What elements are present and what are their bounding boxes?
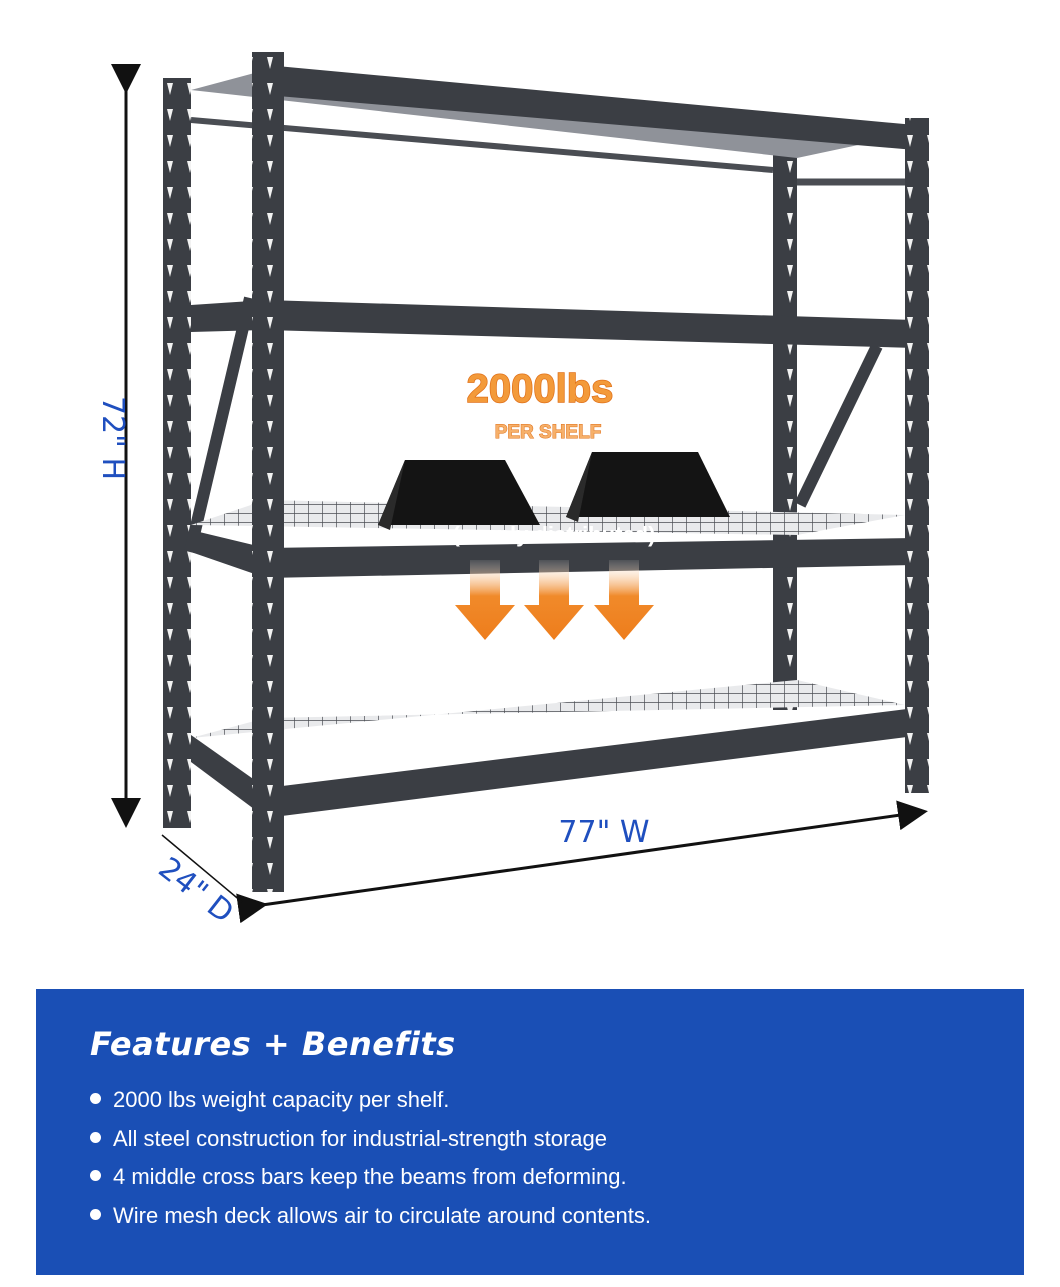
front-uprights: [252, 52, 929, 892]
down-arrow-icon: [524, 560, 584, 640]
front-left-upright: [252, 52, 284, 892]
capacity-headline: 2000lbs: [467, 367, 614, 411]
rear-right-upright: [773, 150, 797, 710]
height-label: 72" H: [95, 396, 130, 480]
features-list: 2000 lbs weight capacity per shelf. All …: [90, 1087, 970, 1241]
weight-block-left: [378, 460, 540, 525]
front-right-upright: [905, 118, 929, 793]
bullet-icon: [90, 1093, 101, 1104]
top-beam: [266, 65, 915, 150]
features-title: Features + Benefits: [90, 1025, 456, 1063]
load-arrows: [455, 560, 654, 640]
bottom-beam: [266, 708, 915, 818]
shelving-unit-illustration: 2000lbs PER SHELF (evenly distributed) 7…: [95, 52, 929, 930]
feature-text: 2000 lbs weight capacity per shelf.: [113, 1087, 450, 1112]
features-panel: Features + Benefits 2000 lbs weight capa…: [36, 989, 1024, 1275]
rear-frame: [163, 78, 905, 828]
feature-text: All steel construction for industrial-st…: [113, 1125, 608, 1151]
width-label: 77" W: [558, 815, 649, 850]
rear-left-upright: [163, 78, 191, 828]
feature-item: 4 middle cross bars keep the beams from …: [90, 1164, 970, 1203]
bullet-icon: [90, 1131, 101, 1143]
weight-block-right: [566, 452, 730, 517]
dimension-arrows: [111, 64, 928, 924]
width-arrow: [236, 800, 928, 924]
bottom-deck: [191, 680, 905, 738]
bullet-icon: [90, 1208, 101, 1220]
front-beams: [191, 65, 915, 818]
depth-arrow: [161, 834, 243, 903]
second-beam: [266, 300, 915, 348]
down-arrow-icon: [455, 560, 515, 640]
bullet-icon: [90, 1170, 101, 1181]
third-deck: [191, 500, 905, 535]
feature-text: Wire mesh deck allows air to circulate a…: [113, 1202, 652, 1228]
feature-text: 4 middle cross bars keep the beams from …: [113, 1164, 627, 1189]
feature-item: Wire mesh deck allows air to circulate a…: [90, 1203, 970, 1242]
distribution-note: (evenly distributed): [453, 522, 656, 547]
weight-blocks: [378, 452, 730, 530]
feature-item: All steel construction for industrial-st…: [90, 1126, 970, 1165]
feature-item: 2000 lbs weight capacity per shelf.: [90, 1087, 970, 1126]
capacity-subline: PER SHELF: [495, 422, 602, 443]
third-beam: [266, 538, 915, 578]
down-arrow-icon: [594, 560, 654, 640]
